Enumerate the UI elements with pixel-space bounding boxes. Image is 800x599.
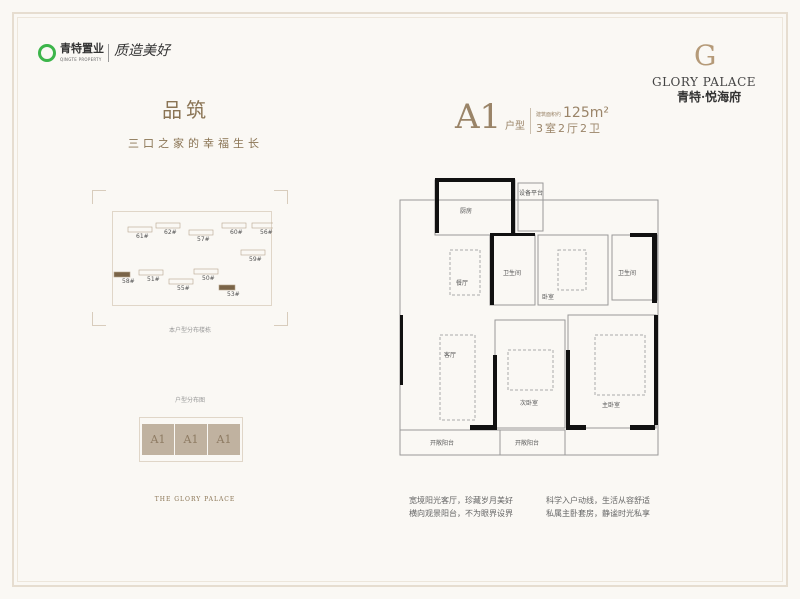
section-tagline: 三口之家的幸福生长: [128, 137, 263, 150]
unit-type: A1: [455, 97, 502, 137]
building-label: 62#: [164, 229, 177, 236]
unit-area: 125m²: [563, 105, 609, 121]
building-label: 55#: [177, 285, 190, 292]
unit-type-suffix: 户型: [505, 121, 525, 132]
unit-layout-diagram: A1 A1 A1: [139, 417, 243, 462]
building-56: [251, 222, 277, 229]
divider: [530, 108, 531, 134]
room-balcony-2: 开敞阳台: [515, 439, 539, 447]
page-frame: [12, 12, 788, 587]
brand-name-en: QINGTE PROPERTY: [60, 57, 102, 62]
project-logo: G: [694, 39, 717, 72]
page-frame-inner: [17, 17, 783, 582]
section-title: 品筑: [162, 98, 210, 122]
building-label: 56#: [260, 229, 273, 236]
building-label: 60#: [230, 229, 243, 236]
description-line: 科学入户动线，生活从容舒适: [546, 496, 650, 505]
building-distribution-map: 61# 62# 57# 60# 56# 59# 51# 58# 55# 50# 53#: [112, 211, 277, 306]
unit-block: A1: [208, 424, 240, 455]
room-bath-1: 卫生间: [503, 269, 521, 277]
room-second-bedroom: 次卧室: [520, 399, 538, 407]
description-left: 宽境阳光客厅，珍藏岁月美好 横向观景阳台，不为眼界设界: [409, 494, 513, 520]
distribution-caption: 本户型分布楼栋: [168, 327, 211, 334]
building-58: [113, 271, 131, 278]
brand-name: 青特置业: [60, 42, 104, 55]
building-55: [168, 278, 194, 285]
description-line: 私属主卧套房，静谧时光私享: [546, 509, 650, 518]
footer-text: THE GLORY PALACE: [154, 496, 236, 503]
room-equipment: 设备平台: [519, 189, 543, 197]
building-label: 53#: [227, 291, 240, 298]
unit-block: A1: [175, 424, 207, 455]
site-plan: 61# 62# 57# 60# 56# 59# 51# 58# 55# 50# 53#: [113, 222, 277, 298]
room-bedroom: 卧室: [542, 293, 554, 301]
area-label: 建筑面积约: [536, 112, 562, 118]
corner-mark: [274, 190, 288, 204]
unit-block: A1: [142, 424, 174, 455]
floor-plan: 厨房 设备平台 卫生间 餐厅 卧室 卫生间 客厅 次卧室 主卧室 开敞阳台 开敞…: [399, 178, 659, 456]
building-59: [240, 249, 266, 256]
building-60: [221, 222, 247, 229]
description-right: 科学入户动线，生活从容舒适 私属主卧套房，静谧时光私享: [546, 494, 650, 520]
unit-layout-caption: 户型分布图: [174, 397, 205, 404]
building-51: [138, 269, 164, 276]
room-kitchen: 厨房: [460, 207, 472, 215]
unit-rooms: 3室2厅2卫: [536, 122, 602, 135]
brand-divider: [108, 44, 109, 62]
building-label: 50#: [202, 275, 215, 282]
building-label: 61#: [136, 233, 149, 240]
building-label: 58#: [122, 278, 135, 285]
building-50: [193, 268, 219, 275]
brand-slogan: 质造美好: [114, 43, 170, 59]
description-line: 横向观景阳台，不为眼界设界: [409, 509, 513, 518]
building-57: [188, 229, 214, 236]
building-label: 57#: [197, 236, 210, 243]
room-bath-2: 卫生间: [618, 269, 636, 277]
brand-logo-icon: [38, 44, 56, 62]
room-living: 客厅: [444, 351, 456, 359]
building-53: [218, 284, 236, 291]
project-name-cn: 青特·悦海府: [677, 90, 742, 104]
description-line: 宽境阳光客厅，珍藏岁月美好: [409, 496, 513, 505]
building-label: 59#: [249, 256, 262, 263]
project-name-en: GLORY PALACE: [652, 75, 757, 89]
room-master-bedroom: 主卧室: [602, 401, 620, 409]
room-balcony-1: 开敞阳台: [430, 439, 454, 447]
corner-mark: [274, 312, 288, 326]
building-label: 51#: [147, 276, 160, 283]
building-62: [155, 222, 181, 229]
building-61: [127, 226, 153, 233]
corner-mark: [92, 312, 106, 326]
corner-mark: [92, 190, 106, 204]
room-dining: 餐厅: [456, 279, 468, 287]
